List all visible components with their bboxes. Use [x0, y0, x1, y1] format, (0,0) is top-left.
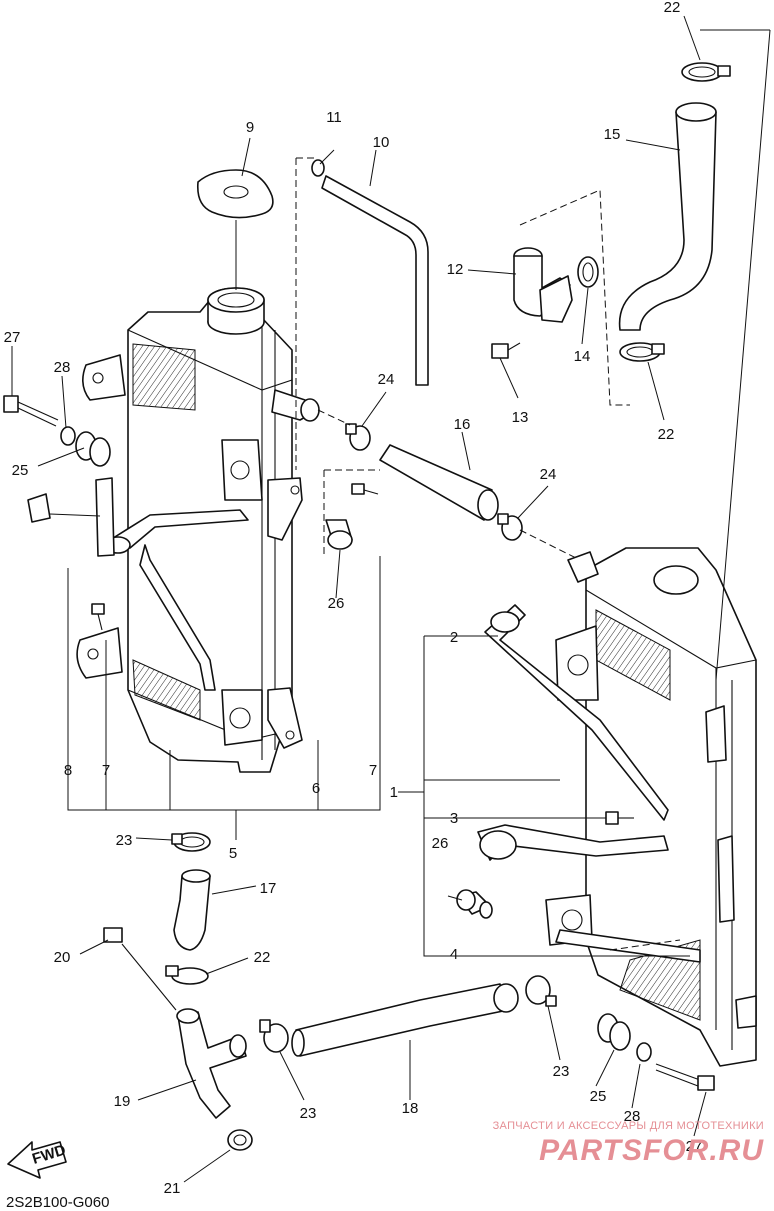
callout-14: 14: [574, 348, 591, 365]
callout-26-left: 26: [328, 595, 345, 612]
hose-clamp-22-top: [681, 62, 731, 82]
washer-28-right: [636, 1042, 652, 1062]
bolt-27-right: [655, 1063, 715, 1091]
callout-23-mid: 23: [300, 1105, 317, 1122]
callout-20: 20: [54, 949, 71, 966]
hose-clamp-24-left: [345, 423, 371, 451]
radiator-hose-upper-part: [618, 102, 717, 331]
callout-15: 15: [604, 126, 621, 143]
callout-9: 9: [246, 119, 254, 136]
callout-labels: 1 2 3 4 5 6 7 7 8 9 10 11 12 13 14 15 16…: [4, 0, 703, 1197]
watermark-tagline: ЗАПЧАСТИ И АКСЕССУАРЫ ДЛЯ МОТОТЕХНИКИ: [493, 1120, 764, 1132]
callout-25-right: 25: [590, 1088, 607, 1105]
callout-28-left: 28: [54, 359, 71, 376]
callout-4: 4: [450, 946, 458, 963]
callout-7-left: 7: [102, 762, 110, 779]
overflow-hose-part: [311, 159, 429, 386]
hose-19-part: [176, 1008, 247, 1119]
callout-23-left: 23: [116, 832, 133, 849]
bolt-13-part: [491, 342, 521, 359]
callout-5: 5: [229, 845, 237, 862]
callout-22-mid: 22: [658, 426, 675, 443]
callout-24-right: 24: [540, 466, 557, 483]
elbow-joint-part: [513, 247, 573, 323]
callout-16: 16: [454, 416, 471, 433]
collar-26-left: [325, 519, 353, 550]
right-radiator: [456, 547, 757, 1067]
hose-17-part: [173, 869, 211, 951]
grommet-25-left: [75, 431, 111, 467]
hose-16-part: [379, 444, 499, 521]
bolt-20-part: [103, 927, 177, 1011]
callout-23-right: 23: [553, 1063, 570, 1080]
hose-clamp-22-mid: [619, 342, 665, 362]
gasket-14-part: [577, 256, 599, 288]
hose-clamp-23-right: [525, 975, 557, 1007]
o-ring-21-part: [227, 1129, 253, 1151]
hose-clamp-23-left: [171, 832, 211, 852]
radiator-cap-part: [196, 169, 274, 290]
hose-clamp-24-right: [497, 513, 523, 541]
left-radiator: [76, 287, 320, 773]
watermark: ЗАПЧАСТИ И АКСЕССУАРЫ ДЛЯ МОТОТЕХНИКИ PA…: [493, 1120, 764, 1167]
callout-26-right: 26: [432, 835, 449, 852]
grommet-25-right: [597, 1013, 631, 1051]
hose-clamp-22-lower: [165, 965, 209, 985]
bolt-7-left: [91, 603, 105, 631]
callout-11: 11: [326, 109, 342, 126]
callout-8: 8: [64, 762, 72, 779]
washer-28-left: [60, 426, 76, 446]
callout-27-left: 27: [4, 329, 21, 346]
bolt-27-left: [3, 395, 59, 427]
callout-18: 18: [402, 1100, 419, 1117]
callout-13: 13: [512, 409, 529, 426]
callout-25-left: 25: [12, 462, 29, 479]
callout-1: 1: [390, 784, 398, 801]
callout-27-right: 27: [686, 1138, 703, 1155]
callout-6: 6: [312, 780, 320, 797]
callout-12: 12: [447, 261, 464, 278]
fwd-arrow-icon: FWD: [7, 1141, 68, 1179]
bolt-7-top: [351, 483, 379, 495]
callout-2: 2: [450, 629, 458, 646]
leader-lines: [11, 15, 707, 1183]
hose-18-part: [291, 983, 519, 1057]
diagram-code: 2S2B100-G060: [6, 1194, 109, 1211]
watermark-logo: PARTSFOR.RU: [539, 1134, 764, 1167]
callout-24-left: 24: [378, 371, 395, 388]
callout-10: 10: [373, 134, 390, 151]
callout-19: 19: [114, 1093, 131, 1110]
bracket-8-part: [27, 493, 51, 523]
callout-17: 17: [260, 880, 277, 897]
hose-clamp-23-mid: [259, 1019, 289, 1053]
callout-22-top: 22: [664, 0, 681, 16]
callout-21: 21: [164, 1180, 181, 1197]
callout-28-right: 28: [624, 1108, 641, 1125]
callout-7-right: 7: [369, 762, 377, 779]
callout-22-lower: 22: [254, 949, 271, 966]
callout-3: 3: [450, 810, 458, 827]
